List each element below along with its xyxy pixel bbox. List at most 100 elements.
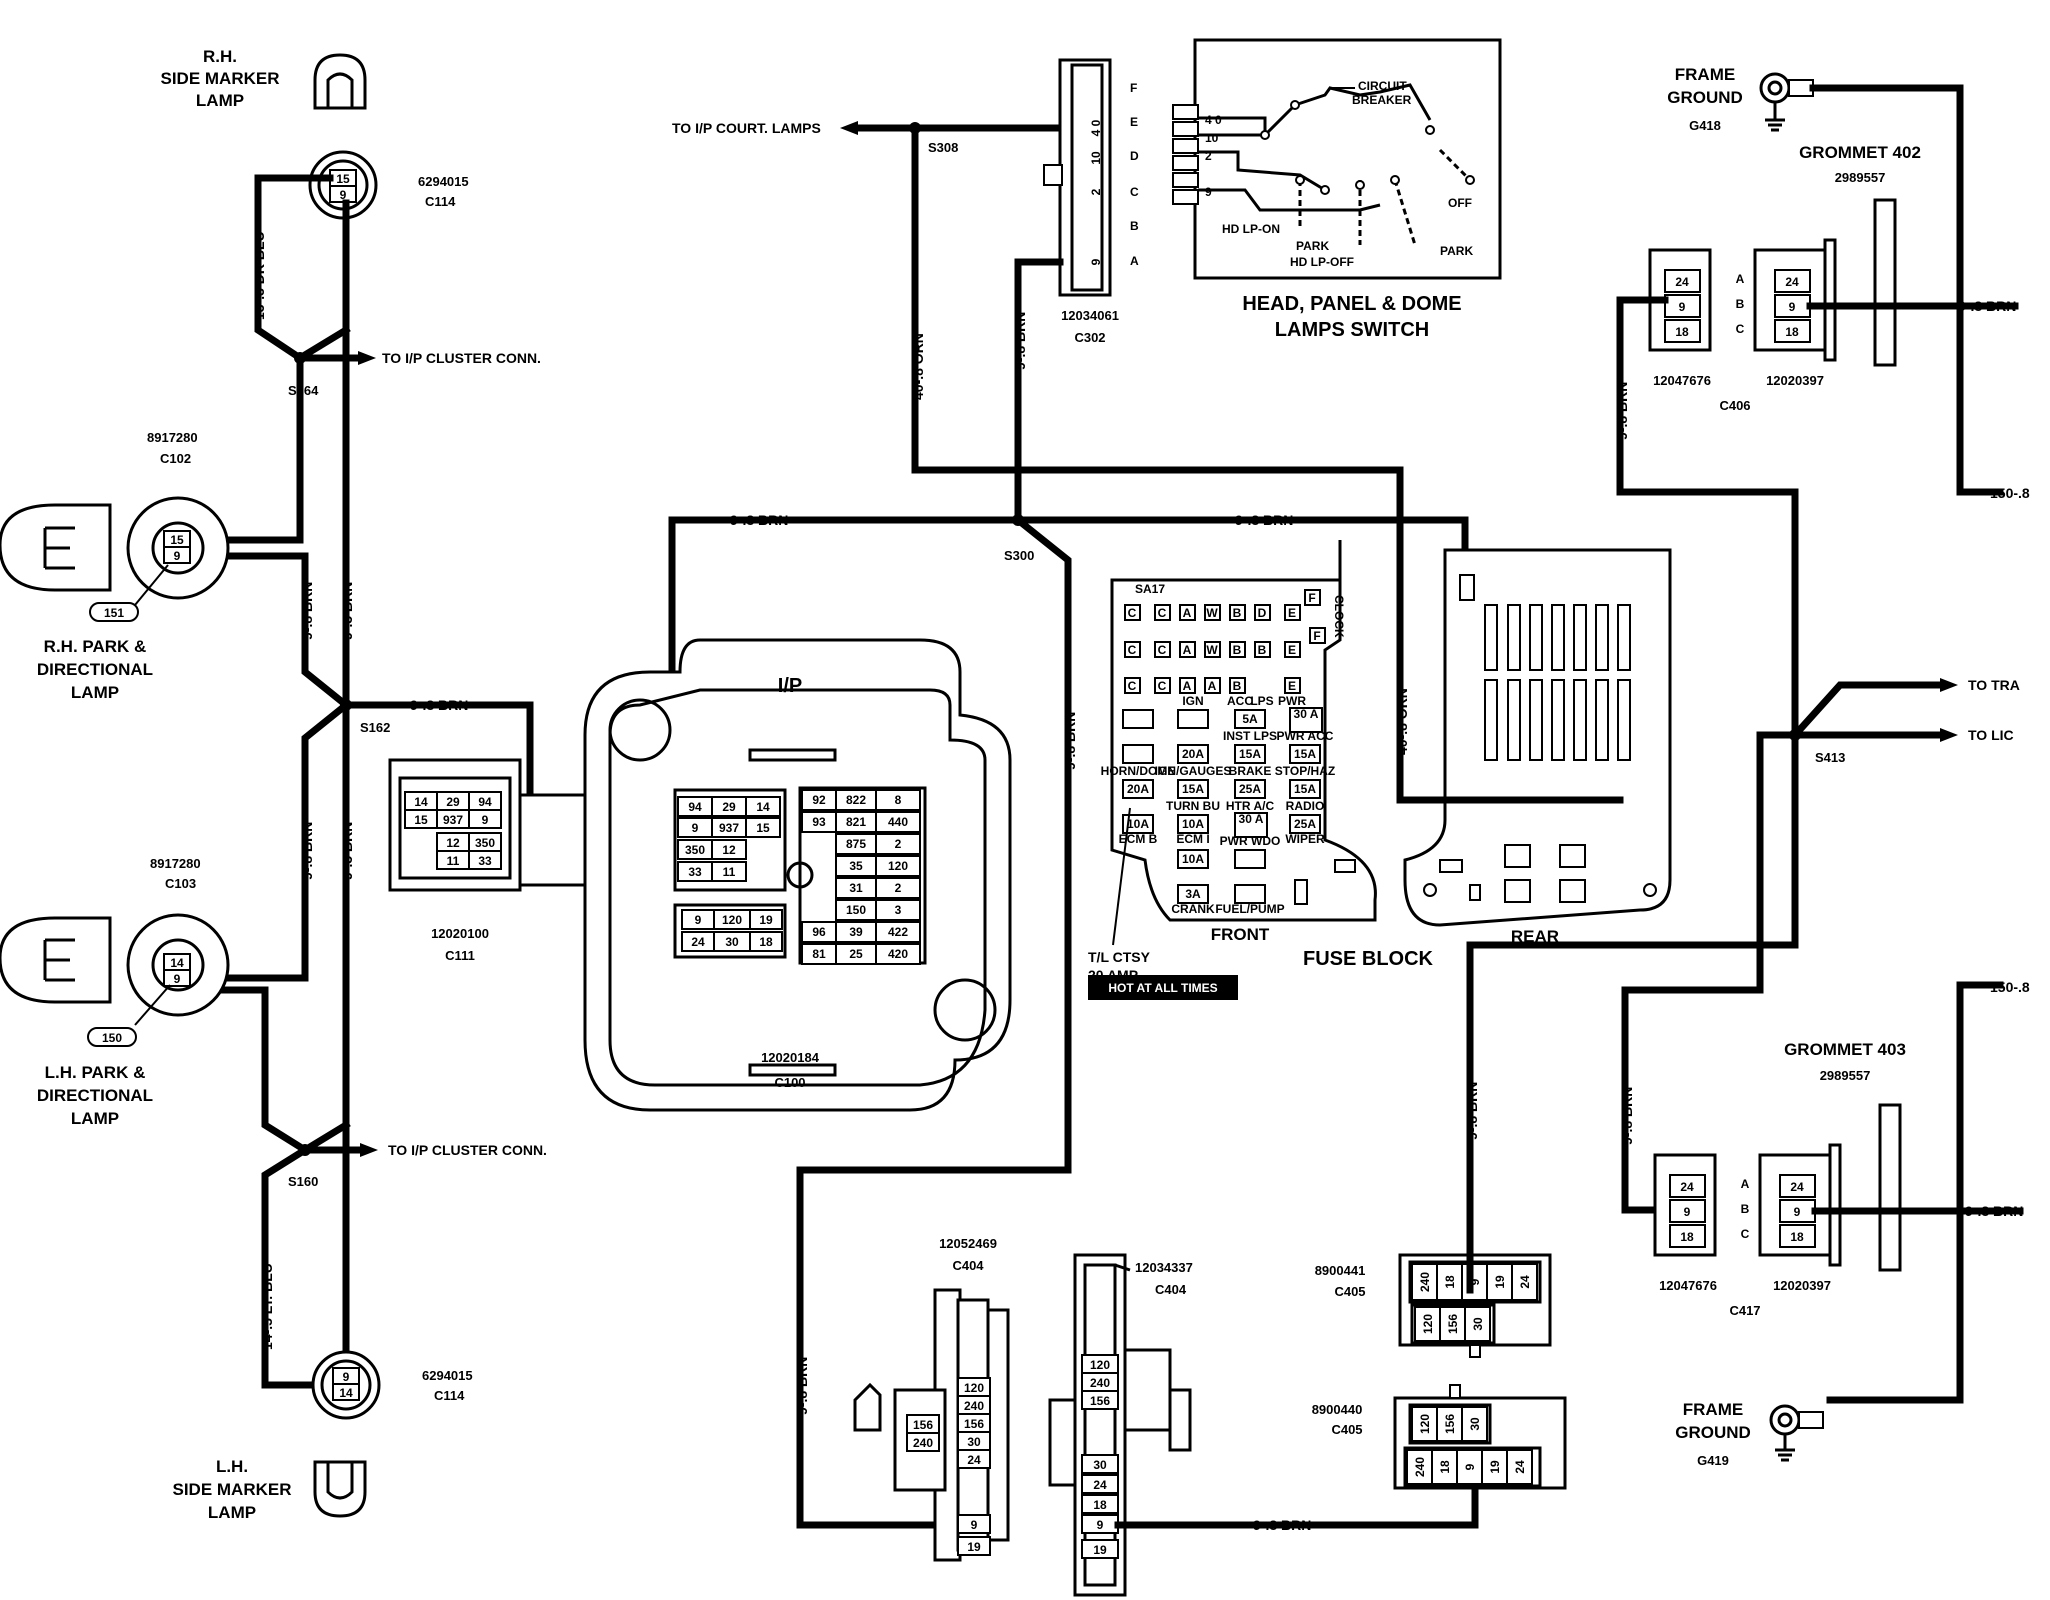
c405b-pin-18: 18 [1438, 1460, 1452, 1474]
c100-pin-120: 120 [888, 859, 908, 873]
ref-150-badge [87, 1027, 137, 1047]
arrow-to-cluster-bottom [360, 1143, 378, 1157]
c100-pin-15: 15 [756, 821, 770, 835]
fuse-r3-a: A [1183, 679, 1192, 693]
fuse-cap-ign: IGN [1182, 694, 1203, 708]
wire-s164-branch [295, 325, 351, 363]
brn-c417-right-label: 9-.8 BRN [1965, 1203, 2023, 1219]
fuse-15a-ign: 15A [1182, 782, 1204, 796]
fuse-r1-c2: C [1158, 606, 1167, 620]
c405a-pn: 8900441 [1315, 1263, 1366, 1278]
fuse-r1-f: F [1308, 591, 1315, 605]
fuse-r2-w: W [1206, 643, 1218, 657]
c405b-pin-19: 19 [1488, 1460, 1502, 1474]
c405a-pin-9: 9 [1468, 1278, 1482, 1285]
brn-c405-label: 9-.8 BRN [1464, 1082, 1480, 1140]
fuse-r3-c2: C [1158, 679, 1167, 693]
c111-connector [388, 758, 590, 892]
fuse-r2-b: B [1233, 643, 1242, 657]
rh-side-marker-lamp [313, 53, 367, 110]
to-ip-cluster-bottom-label: TO I/P CLUSTER CONN. [388, 1142, 547, 1158]
s160-label: S160 [288, 1174, 318, 1189]
frame-ground-top-label-2: GROUND [1667, 88, 1743, 107]
brn-c404-label: 9-.8 BRN [794, 1357, 810, 1415]
c302-letter-a: A [1130, 254, 1139, 268]
c114-top-pn: 6294015 [418, 174, 469, 189]
c100-pin-350: 350 [685, 843, 705, 857]
fuse-letter-row-1 [1124, 589, 1321, 621]
fuse-10a-ecmb: 10A [1127, 817, 1149, 831]
c406-letter-a: A [1736, 272, 1745, 286]
c100-pin-420: 420 [888, 947, 908, 961]
c417-pn2: 12020397 [1773, 1278, 1831, 1293]
fuse-r1-c: C [1128, 606, 1137, 620]
fuse-r2-c: C [1128, 643, 1137, 657]
c100-pin-821: 821 [846, 815, 866, 829]
ref-151-badge [89, 602, 139, 622]
tl-ctsy-leader [1112, 807, 1131, 946]
fuse-25a-brake: 25A [1239, 782, 1261, 796]
fuse-15a-inst: 15A [1239, 747, 1261, 761]
c100-pin-25: 25 [849, 947, 863, 961]
rh-side-marker-label-3: LAMP [196, 91, 244, 110]
c100-pin-35: 35 [849, 859, 863, 873]
frame-ground-g418 [1759, 72, 1814, 132]
to-ip-cluster-top-label: TO I/P CLUSTER CONN. [382, 350, 541, 366]
c404a-pin-120: 120 [964, 1381, 984, 1395]
c405a-id: C405 [1334, 1284, 1365, 1299]
circuit-breaker-label-2: BREAKER [1352, 93, 1412, 107]
c114-bottom-pn: 6294015 [422, 1368, 473, 1383]
tl-ctsy-label-1: T/L CTSY [1088, 949, 1151, 965]
s162-node [340, 699, 352, 711]
wire-g419 [1826, 981, 2004, 1404]
lh-side-marker-label-2: SIDE MARKER [172, 1480, 291, 1499]
c111-pin-15: 15 [414, 813, 428, 827]
orn-40-8-upper-label: 40-.8 ORN [910, 333, 926, 400]
c103-connector [126, 913, 230, 1017]
c404a-connector [853, 1288, 1010, 1562]
c404a-pin-156: 156 [964, 1417, 984, 1431]
lh-side-marker-lamp [313, 1460, 367, 1518]
fuse-cap-inst-lps: INST LPS [1223, 729, 1277, 743]
fuse-cap-ecm-i: ECM I [1176, 832, 1209, 846]
fuse-cap-crank: CRANK [1171, 902, 1215, 916]
switch-pin-2: 2 [1205, 149, 1212, 163]
c100-pin-39: 39 [849, 925, 863, 939]
fuse-cap-acc: ACC [1227, 694, 1253, 708]
c302-id: C302 [1074, 330, 1105, 345]
c417-b-pin-9: 9 [1794, 1205, 1801, 1219]
frame-ground-top-label-1: FRAME [1675, 65, 1735, 84]
fuse-front-label: FRONT [1211, 925, 1270, 944]
fuse-r1-e: E [1288, 606, 1296, 620]
c111-pin-937: 937 [443, 813, 463, 827]
switch-pin-10: 10 [1205, 131, 1219, 145]
fuse-15a-acc: 15A [1294, 747, 1316, 761]
fuse-cap-pwr: PWR [1278, 694, 1306, 708]
c406-b-pin-9: 9 [1789, 300, 1796, 314]
c417-a-pin-18: 18 [1680, 1230, 1694, 1244]
fuse-25a-radio: 25A [1294, 817, 1316, 831]
c100-pin-29: 29 [722, 800, 736, 814]
brn-9-8-c103-label: 9-.8 BRN [299, 822, 315, 880]
fuse-30a-pwr: 30 A [1239, 812, 1264, 826]
c100-pin-937: 937 [719, 821, 739, 835]
fuse-r3-c: C [1128, 679, 1137, 693]
c406-b-pin-24: 24 [1785, 275, 1799, 289]
c405b-pn: 8900440 [1312, 1402, 1363, 1417]
fuse-cap-pwr-acc: PWR ACC [1277, 729, 1334, 743]
c405b-pin-120: 120 [1418, 1414, 1432, 1434]
brn-9-8-c111-label: 9-.8 BRN [410, 697, 468, 713]
fuse-r1-a: A [1183, 606, 1192, 620]
brn-c302-label: 9-.8 BRN [1012, 312, 1028, 370]
c302-pn: 12034061 [1061, 308, 1119, 323]
switch-title-1: HEAD, PANEL & DOME [1242, 293, 1461, 315]
c111-pin-12: 12 [446, 836, 460, 850]
c302-letter-d: D [1130, 149, 1139, 163]
c103-pin-9: 9 [174, 972, 181, 986]
brn-bottom-label: 9-.8 BRN [1253, 1517, 1311, 1533]
c404b-pin-18: 18 [1093, 1498, 1107, 1512]
ip-frame [583, 638, 1012, 1112]
c417-letter-a: A [1741, 1177, 1750, 1191]
head-panel-dome-switch [1172, 38, 1502, 280]
